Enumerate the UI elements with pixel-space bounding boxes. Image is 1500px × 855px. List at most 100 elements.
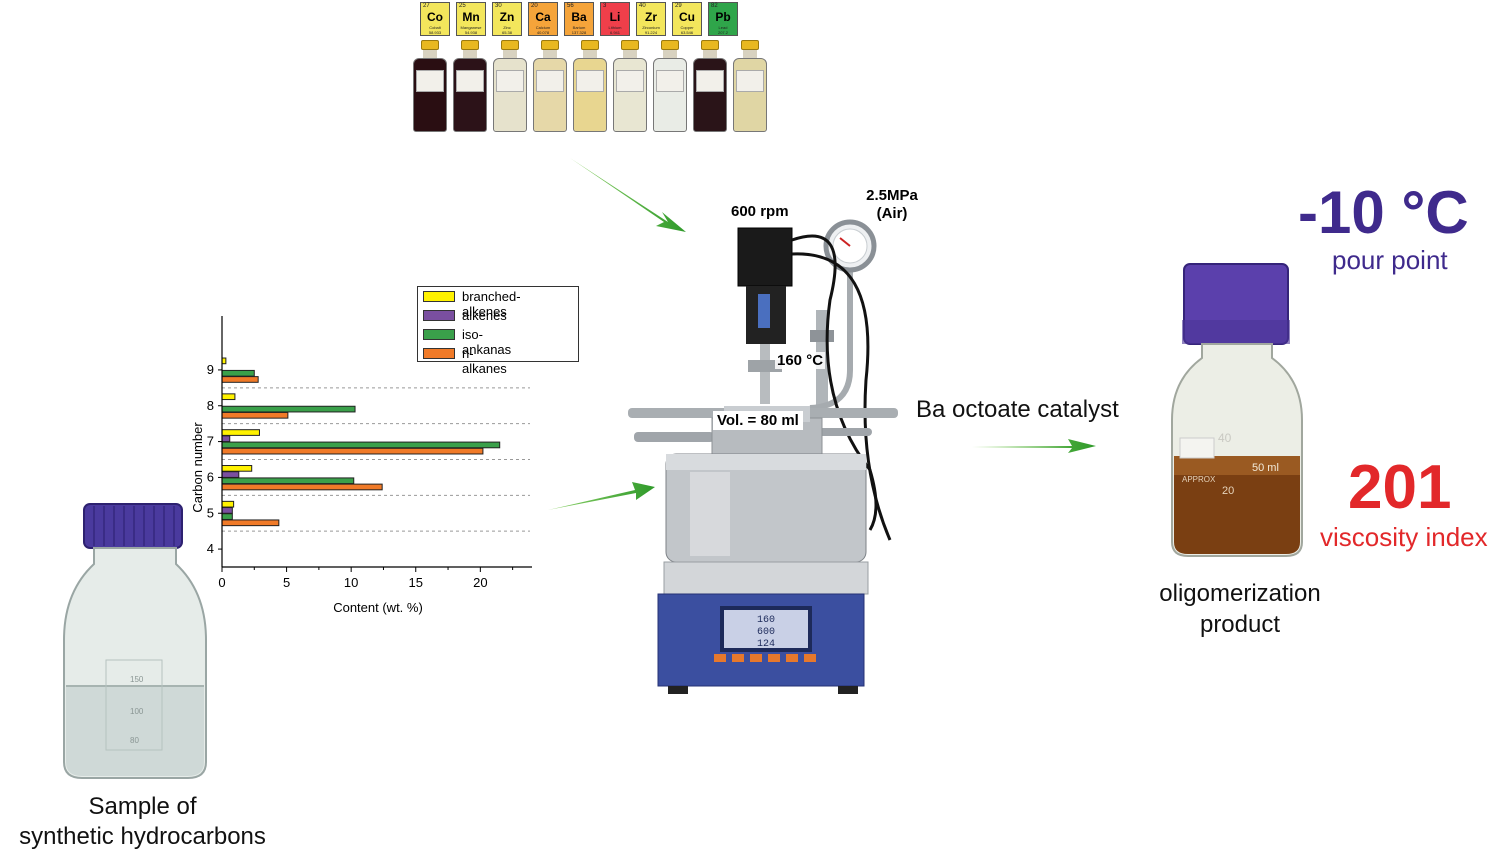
chart-bar xyxy=(221,513,233,520)
legend-swatch xyxy=(423,310,455,321)
reactor-temperature-label: 160 °C xyxy=(775,352,826,369)
catalyst-bottle xyxy=(453,40,487,132)
product-mark-40: 40 xyxy=(1218,431,1232,445)
element-mass: 63.546 xyxy=(680,30,694,35)
product-mark-50: 50 ml xyxy=(1252,462,1279,474)
arrow-reactor-to-product xyxy=(972,439,1096,453)
display-readout-line2: 600 xyxy=(757,627,775,638)
product-label-line1: oligomerization xyxy=(1159,580,1321,607)
element-symbol: Cu xyxy=(679,10,695,24)
reactor-pressure-line2: (Air) xyxy=(876,205,908,222)
chart-bar xyxy=(221,405,356,413)
chart-x-tick-label: 15 xyxy=(409,575,423,590)
catalyst-label: Ba octoate catalyst xyxy=(916,396,1119,423)
product-label-line2: product xyxy=(1199,611,1281,638)
pour-point-value: -10 °C xyxy=(1298,179,1469,246)
element-name: Lead xyxy=(718,25,728,30)
element-symbol: Li xyxy=(609,10,621,24)
catalyst-bottle xyxy=(533,40,567,132)
chart-bar xyxy=(221,369,255,377)
chart-y-tick-label: 9 xyxy=(207,362,214,377)
display-readout-line3: 124 xyxy=(757,639,775,650)
chart-bar xyxy=(221,447,484,455)
legend-label: iso-ankanas xyxy=(462,327,512,357)
element-name: Lithium xyxy=(608,25,622,30)
element-mass: 40.078 xyxy=(536,30,550,35)
display-readout-line1: 160 xyxy=(757,615,775,626)
chart-y-tick-label: 8 xyxy=(207,398,214,413)
sample-label: Sample of synthetic hydrocarbons xyxy=(0,792,285,852)
catalyst-bottle xyxy=(493,40,527,132)
catalyst-bottle xyxy=(413,40,447,132)
chart-bar xyxy=(221,471,240,478)
viscosity-index-value: 201 xyxy=(1348,453,1452,522)
chart-bar xyxy=(221,435,231,443)
element-number: 25 xyxy=(459,3,466,9)
chart-y-tick-label: 5 xyxy=(207,505,214,520)
chart-bar xyxy=(221,477,355,485)
viscosity-index-label: viscosity index xyxy=(1320,522,1488,552)
sample-mark-100: 100 xyxy=(130,707,144,716)
sample-label-line2: synthetic hydrocarbons xyxy=(19,823,266,850)
chart-y-tick-label: 6 xyxy=(207,469,214,484)
element-mass: 6.941 xyxy=(609,30,620,35)
catalyst-bottle xyxy=(613,40,647,132)
catalyst-bottle xyxy=(573,40,607,132)
chart-legend: branched-alkenes alkenes iso-ankanas n-a… xyxy=(417,286,579,376)
element-name: Zinc xyxy=(503,25,511,30)
product-mark-approx: APPROX xyxy=(1182,475,1216,484)
element-name: Zirconium xyxy=(642,25,660,30)
chart-bar xyxy=(221,483,383,491)
catalyst-bottle xyxy=(733,40,767,132)
element-symbol: Ba xyxy=(571,10,587,24)
element-mass: 58.933 xyxy=(428,30,442,35)
element-number: 3 xyxy=(603,3,607,9)
element-symbol: Ca xyxy=(535,10,551,24)
legend-label: alkenes xyxy=(462,308,507,323)
chart-x-tick-label: 10 xyxy=(344,575,358,590)
element-number: 82 xyxy=(711,3,718,9)
chart-y-tick-label: 7 xyxy=(207,434,214,449)
product-mark-20: 20 xyxy=(1222,485,1234,497)
sample-mark-80: 80 xyxy=(130,736,139,745)
chart-bar xyxy=(221,376,259,383)
chart-y-tick-label: 4 xyxy=(207,541,214,556)
element-mass: 91.224 xyxy=(644,30,658,35)
chart-bar xyxy=(221,393,236,401)
chart-bar xyxy=(221,411,289,419)
chart-x-tick-label: 5 xyxy=(283,575,290,590)
element-symbol: Zn xyxy=(499,10,515,24)
sample-mark-150: 150 xyxy=(130,675,144,684)
product-label: oligomerization product xyxy=(1140,578,1340,640)
legend-swatch xyxy=(423,348,455,359)
element-mass: 54.938 xyxy=(464,30,478,35)
element-symbol: Pb xyxy=(715,10,731,24)
element-number: 29 xyxy=(675,3,682,9)
element-number: 27 xyxy=(423,3,430,9)
element-symbol: Zr xyxy=(645,10,657,24)
reactor-speed-label: 600 rpm xyxy=(731,203,789,220)
chart-bar xyxy=(221,441,501,449)
chart-bar xyxy=(221,519,280,527)
element-name: Calcium xyxy=(535,25,551,30)
chart-x-tick-label: 20 xyxy=(473,575,487,590)
catalyst-bottle xyxy=(693,40,727,132)
legend-label: branched-alkenes xyxy=(462,289,521,319)
chart-x-axis-label: Content (wt. %) xyxy=(333,600,423,615)
legend-swatch xyxy=(423,291,455,302)
legend-label: n-alkanes xyxy=(462,346,507,376)
element-name: Manganese xyxy=(460,25,482,30)
arrow-top-to-reactor xyxy=(570,158,686,232)
reactor-pressure-label: 2.5MPa (Air) xyxy=(862,187,922,223)
sample-label-line1: Sample of xyxy=(88,793,197,820)
chart-x-tick-label: 0 xyxy=(218,575,225,590)
chart-bar xyxy=(221,500,235,508)
reactor-illustration: 160 600 124 xyxy=(628,219,898,694)
